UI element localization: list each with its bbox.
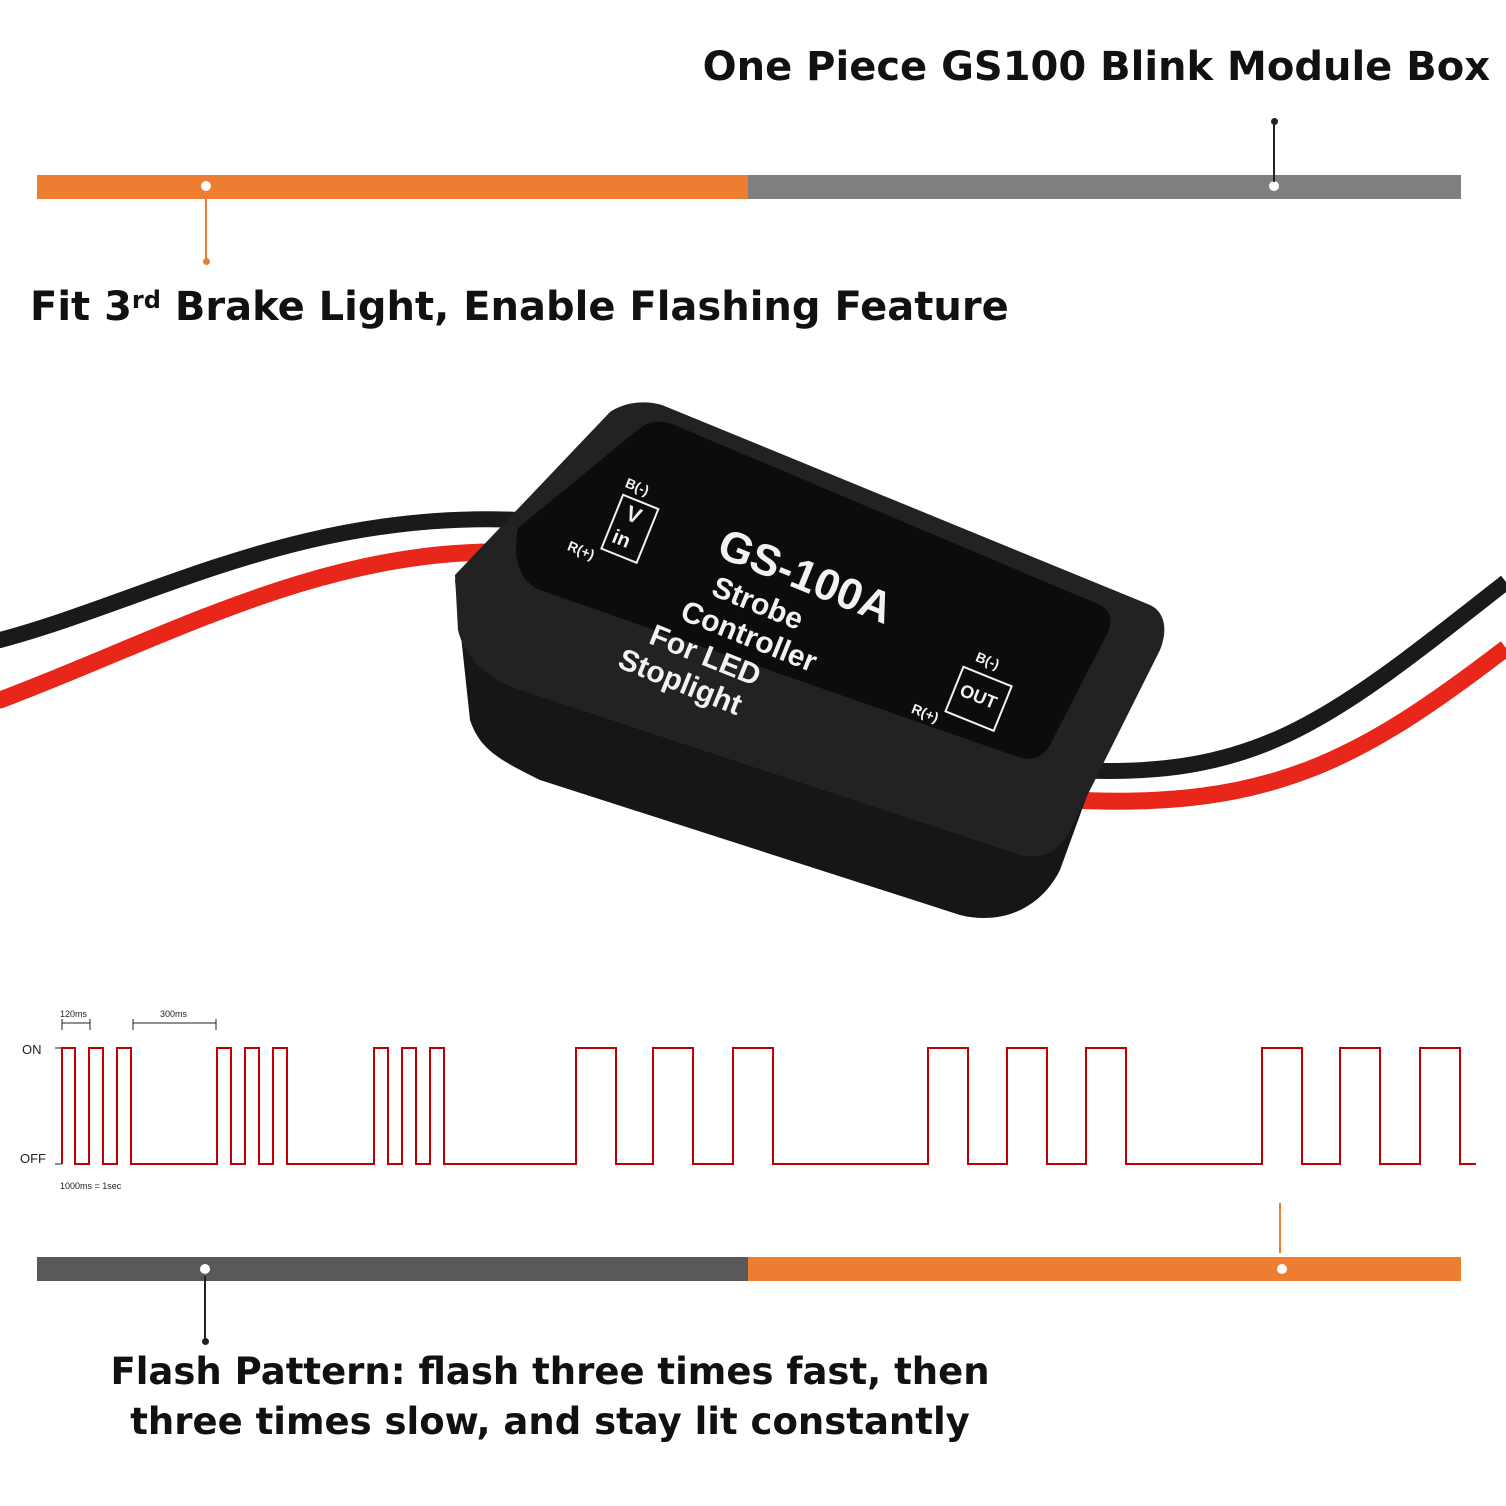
flash-pattern-heading: Flash Pattern: flash three times fast, t… [50,1347,1050,1447]
left-black-wire [0,511,528,648]
waveform-signal [61,1047,1476,1165]
page-title: One Piece GS100 Blink Module Box [702,44,1490,90]
top-bar-left-marker [201,181,211,191]
flash-pattern-line1: Flash Pattern: flash three times fast, t… [110,1350,990,1393]
module-in-box [600,493,660,565]
waveform-on-label: ON [22,1042,42,1057]
bottom-right-leader-line [1279,1203,1281,1253]
top-progress-bar-gray [748,175,1461,199]
waveform-scale-note: 1000ms = 1sec [60,1181,122,1191]
flash-pattern-line2: three times slow, and stay lit constantl… [130,1400,970,1443]
bottom-bar-left-marker [200,1264,210,1274]
waveform-axis-lines [55,1047,62,1165]
waveform-off-label: OFF [20,1151,46,1166]
feature-suffix: Brake Light, Enable Flashing Feature [160,284,1009,330]
feature-prefix: Fit 3 [30,284,132,330]
right-black-wire [1069,575,1506,780]
module-illustration: GS-100A Strobe Controller For LED Stopli… [0,402,1506,919]
bottom-progress-bar-gray [37,1257,748,1281]
bottom-progress-bar-accent [748,1257,1461,1281]
right-red-wire [1069,641,1506,810]
top-left-leader-line [205,196,207,260]
top-progress-bar-accent [37,175,748,199]
bottom-bar-right-marker [1277,1264,1287,1274]
module-label-plate [516,421,1111,759]
top-right-leader-dot [1271,118,1278,125]
top-left-leader-dot [203,258,210,265]
top-right-leader-line [1273,122,1275,182]
waveform-dim-fast-label: 120ms [60,1009,88,1019]
flash-waveform: ON OFF 120ms 300ms 1000ms = 1sec [20,1009,1476,1191]
module-out-box [944,665,1013,733]
bottom-left-leader-dot [202,1338,209,1345]
waveform-dimension-markers [61,1019,217,1030]
feature-superscript: rd [131,286,161,314]
bottom-left-leader-line [204,1276,206,1340]
feature-heading: Fit 3rd Brake Light, Enable Flashing Fea… [30,284,1009,330]
top-bar-right-marker [1269,181,1279,191]
waveform-dim-slow-label: 300ms [160,1009,188,1019]
left-red-wire [0,543,509,709]
